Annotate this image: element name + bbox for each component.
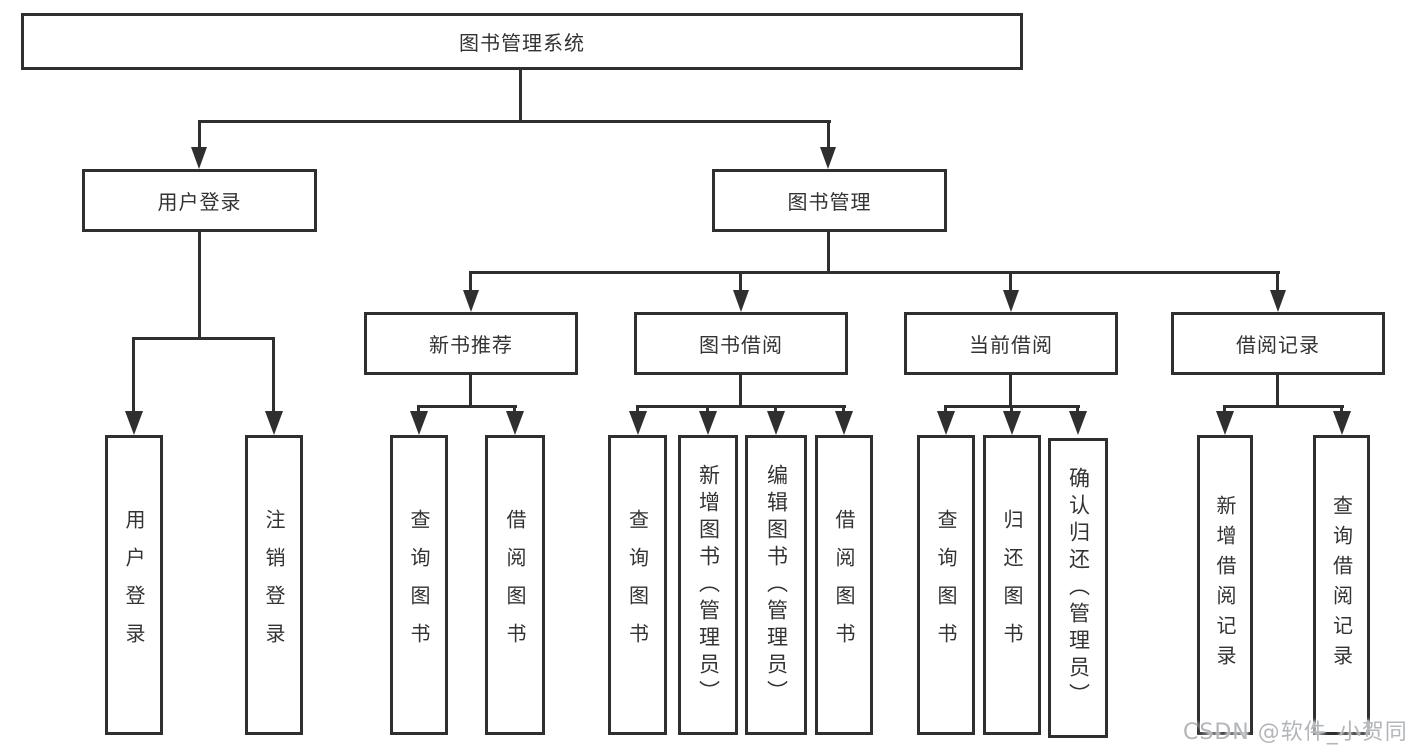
connector [272, 337, 275, 416]
connector [1276, 271, 1279, 295]
node-book-mgmt: 图书管理 [712, 169, 947, 232]
connector [132, 337, 135, 416]
arrowhead [191, 147, 207, 169]
connector [469, 375, 472, 407]
node-current-borrow: 当前借阅 [904, 312, 1118, 375]
leaf-bb-borrow-books-label: 借阅图书 [832, 509, 856, 661]
arrowhead [699, 411, 717, 435]
node-book-borrow: 图书借阅 [634, 312, 848, 375]
leaf-cb-confirm-return-admin-label: 确认归还（管理员） [1066, 466, 1091, 710]
connector [739, 271, 742, 295]
node-user-login: 用户登录 [82, 169, 317, 232]
connector [827, 120, 830, 152]
connector [1276, 375, 1279, 407]
leaf-br-add-record-label: 新增借阅记录 [1213, 495, 1237, 675]
node-new-book-rec-label: 新书推荐 [429, 333, 513, 357]
leaf-bb-add-books-admin: 新增图书（管理员） [678, 435, 738, 735]
arrowhead [629, 411, 647, 435]
connector [132, 337, 274, 340]
connector [1224, 405, 1344, 408]
connector [1009, 375, 1012, 407]
node-borrow-record: 借阅记录 [1171, 312, 1385, 375]
leaf-bb-edit-books-admin: 编辑图书（管理员） [745, 435, 807, 735]
leaf-bb-query-books-label: 查询图书 [625, 509, 650, 661]
arrowhead [125, 411, 143, 435]
connector [636, 405, 846, 408]
leaf-cb-return-books: 归还图书 [983, 435, 1041, 735]
leaf-cb-return-books-label: 归还图书 [1000, 509, 1024, 661]
connector [469, 271, 472, 295]
leaf-br-add-record: 新增借阅记录 [1197, 435, 1253, 735]
node-book-mgmt-label: 图书管理 [787, 190, 872, 214]
leaf-cb-query-books: 查询图书 [917, 435, 975, 735]
arrowhead [265, 411, 283, 435]
arrowhead [1270, 290, 1286, 312]
arrowhead [937, 411, 955, 435]
connector [519, 70, 522, 121]
leaf-logout-label: 注销登录 [262, 509, 286, 661]
leaf-cb-confirm-return-admin: 确认归还（管理员） [1048, 438, 1108, 738]
connector [827, 232, 830, 273]
connector [470, 271, 1280, 274]
csdn-watermark: CSDN @软件_小贺同学 [1183, 720, 1405, 745]
arrowhead [767, 411, 785, 435]
arrowhead [1216, 411, 1234, 435]
node-root-label: 图书管理系统 [459, 31, 585, 55]
arrowhead [463, 290, 479, 312]
connector [1009, 271, 1012, 295]
arrowhead [1003, 290, 1019, 312]
node-root: 图书管理系统 [21, 13, 1023, 70]
connector [739, 375, 742, 407]
arrowhead [835, 411, 853, 435]
leaf-cb-query-books-label: 查询图书 [934, 509, 958, 661]
arrowhead [1003, 411, 1021, 435]
leaf-bb-borrow-books: 借阅图书 [815, 435, 873, 735]
node-book-borrow-label: 图书借阅 [699, 333, 783, 357]
leaf-user-login-label: 用户登录 [122, 509, 146, 661]
arrowhead [1333, 411, 1351, 435]
node-user-login-label: 用户登录 [157, 190, 242, 214]
leaf-rec-borrow-books: 借阅图书 [485, 435, 545, 735]
node-current-borrow-label: 当前借阅 [969, 333, 1053, 357]
arrowhead [410, 411, 428, 435]
arrowhead [1069, 411, 1087, 435]
node-borrow-record-label: 借阅记录 [1236, 333, 1320, 357]
leaf-rec-query-books-label: 查询图书 [407, 509, 431, 661]
leaf-rec-borrow-books-label: 借阅图书 [503, 509, 527, 661]
node-new-book-rec: 新书推荐 [364, 312, 578, 375]
connector [198, 232, 201, 338]
arrowhead [506, 411, 524, 435]
arrowhead [820, 147, 836, 169]
leaf-user-login: 用户登录 [105, 435, 163, 735]
arrowhead [733, 290, 749, 312]
leaf-logout: 注销登录 [245, 435, 303, 735]
leaf-rec-query-books: 查询图书 [390, 435, 448, 735]
leaf-bb-query-books: 查询图书 [608, 435, 667, 735]
connector [418, 405, 517, 408]
connector [198, 120, 831, 123]
connector [198, 120, 201, 152]
leaf-bb-add-books-admin-label: 新增图书（管理员） [696, 463, 721, 707]
leaf-br-query-record-label: 查询借阅记录 [1329, 495, 1354, 675]
leaf-br-query-record: 查询借阅记录 [1313, 435, 1370, 735]
leaf-bb-edit-books-admin-label: 编辑图书（管理员） [764, 463, 789, 707]
